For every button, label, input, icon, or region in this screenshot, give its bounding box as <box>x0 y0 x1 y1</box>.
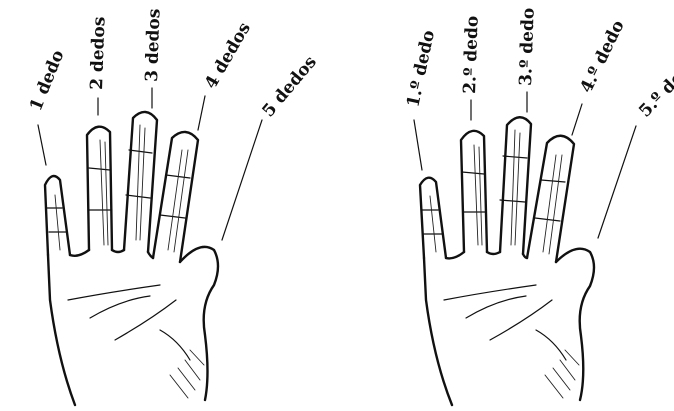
left-hand-cardinal: 1 dedo 2 dedos 3 dedos 4 dedos 5 dedos <box>26 8 321 405</box>
left-hand-drawing <box>45 112 218 405</box>
label-2-dedos: 2 dedos <box>87 16 110 90</box>
label-4-dedos: 4 dedos <box>201 19 255 92</box>
label-5-dedos: 5 dedos <box>259 52 321 121</box>
label-1o-dedo: 1.º dedo <box>403 28 439 109</box>
label-3-dedos: 3 dedos <box>142 8 165 82</box>
label-2o-dedo: 2.º dedo <box>460 15 483 94</box>
label-3o-dedo: 3.º dedo <box>516 7 539 86</box>
right-hand-drawing <box>420 117 594 405</box>
label-5o-dedo: 5.º dedo <box>635 51 674 121</box>
right-hand-ordinal: 1.º dedo 2.º dedo 3.º dedo 4.º dedo 5.º … <box>403 7 674 405</box>
label-1-dedo: 1 dedo <box>26 47 68 114</box>
label-4o-dedo: 4.º dedo <box>577 17 629 96</box>
